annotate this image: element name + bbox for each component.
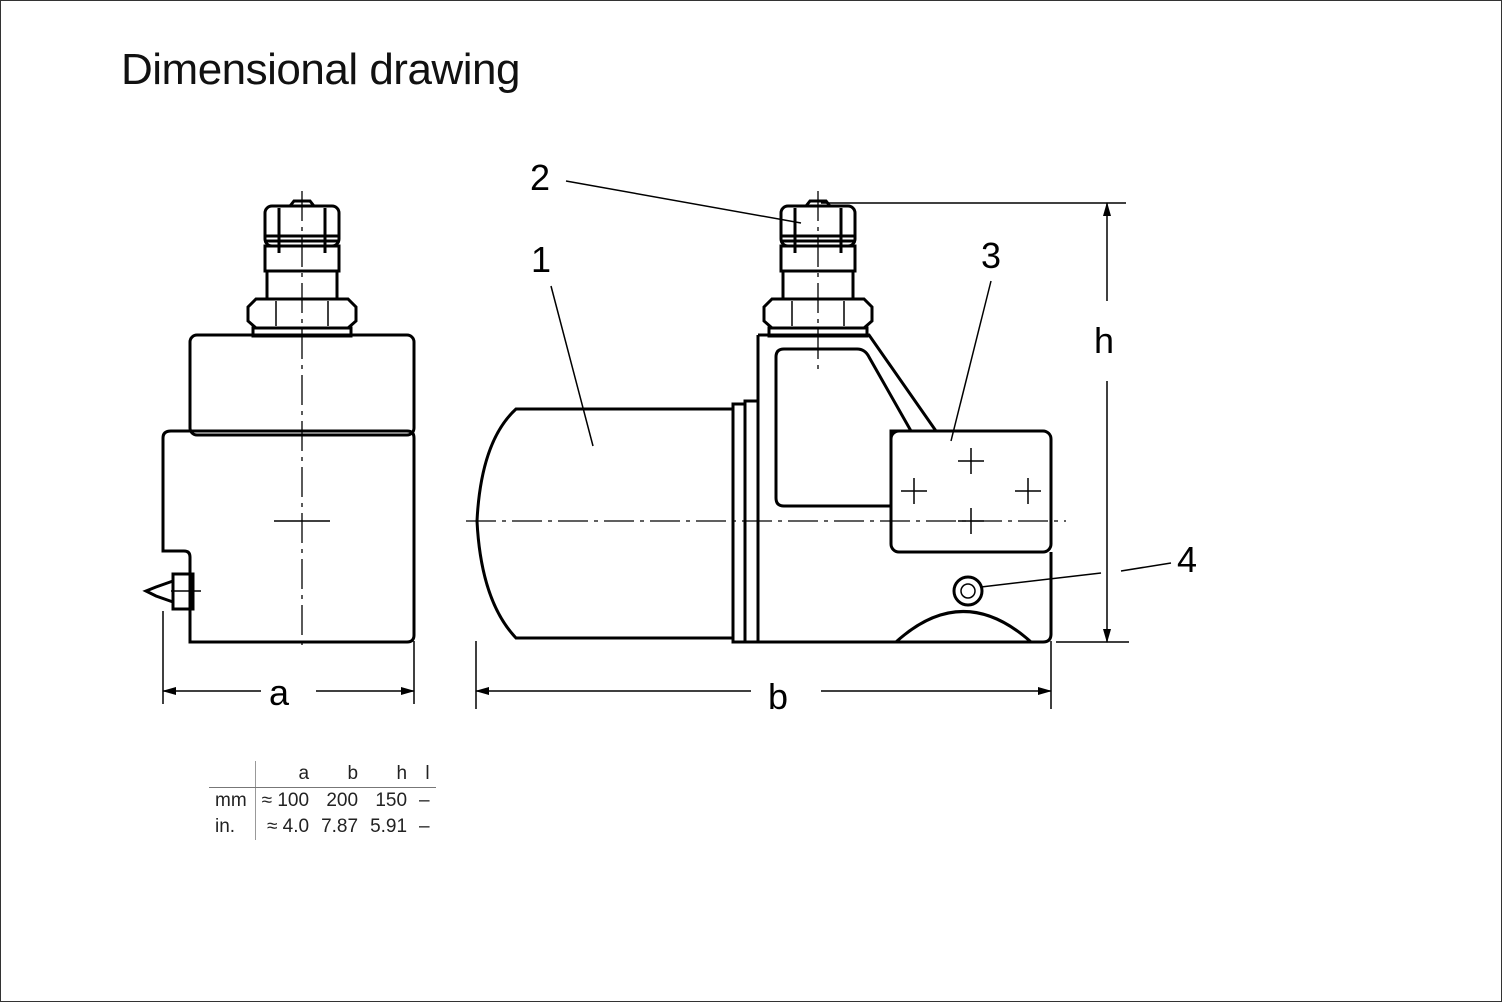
dimension-label-a: a <box>269 672 290 713</box>
unit-cell: in. <box>209 814 256 840</box>
cell-h: 5.91 <box>370 816 408 837</box>
cell-l: – <box>419 816 430 837</box>
table-header: h <box>364 761 414 788</box>
dimension-label-h: h <box>1094 320 1114 361</box>
table-row: in. ≈ 4.0 7.87 5.91 – <box>209 814 436 840</box>
cell-a: ≈ 4.0 <box>266 816 310 837</box>
part-label-4: 4 <box>1177 539 1197 580</box>
cell-h: 150 <box>375 790 408 811</box>
cell-l: – <box>419 790 430 811</box>
table-header: a <box>255 761 316 788</box>
table-header: l <box>413 761 436 788</box>
dimensions-table: a b h l mm ≈ 100 200 150 – in. ≈ 4.0 7.8… <box>209 761 436 840</box>
side-view <box>466 191 1066 644</box>
table-row: mm ≈ 100 200 150 – <box>209 787 436 814</box>
cell-b: 200 <box>326 790 359 811</box>
part-label-1: 1 <box>531 239 551 280</box>
part-label-3: 3 <box>981 235 1001 276</box>
cell-b: 7.87 <box>321 816 359 837</box>
unit-cell: mm <box>209 787 256 814</box>
part-label-2: 2 <box>530 157 550 198</box>
cell-a: ≈ 100 <box>261 790 310 811</box>
dimension-label-b: b <box>768 676 788 717</box>
dimension-lines <box>162 180 1172 709</box>
table-header <box>209 761 256 788</box>
table-header: b <box>315 761 365 788</box>
front-view <box>142 191 416 651</box>
page-title: Dimensional drawing <box>121 45 520 94</box>
